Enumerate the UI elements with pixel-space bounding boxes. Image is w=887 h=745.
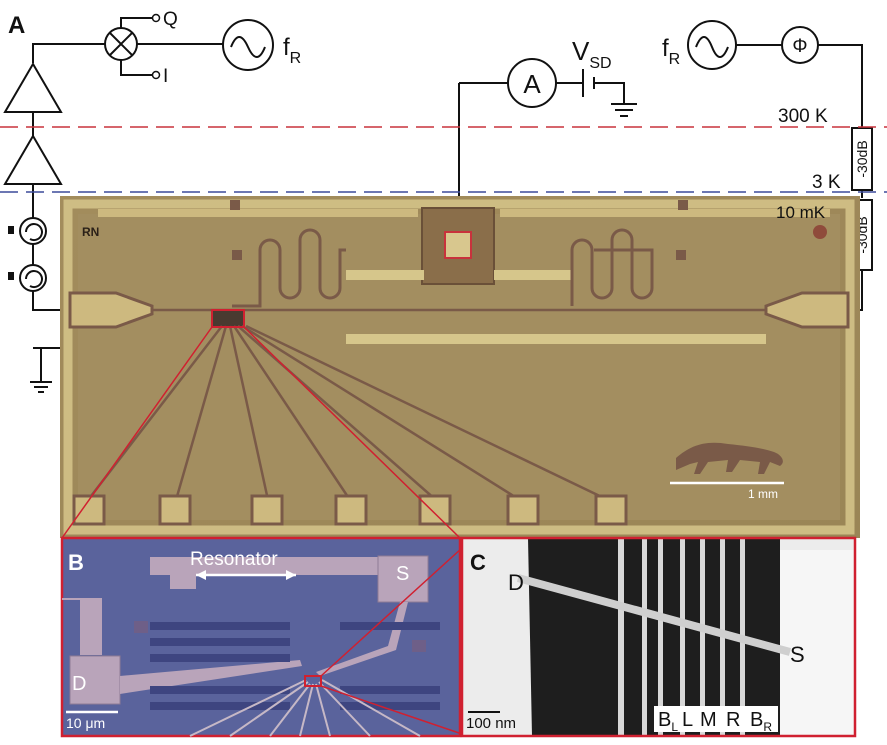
attenuator-top [851, 127, 873, 191]
circulator-term-bottom [8, 272, 14, 280]
panel-b-label: B [68, 550, 84, 575]
circuit-left [3, 17, 224, 393]
zoom-line-bc-top [320, 547, 463, 677]
panel-b-d-label: D [72, 673, 86, 695]
panther-logo [676, 442, 783, 474]
circuit-right [736, 44, 863, 311]
panel-b-scale-label: 10 μm [66, 715, 105, 731]
amplifier-bottom [3, 134, 63, 185]
gate-label-4: BR [750, 709, 772, 734]
panel-c-d-label: D [508, 570, 524, 595]
chip-corner-mark: RN [82, 225, 99, 239]
panel-c-label: C [470, 550, 486, 575]
panel-b [60, 536, 462, 738]
label-300k: 300 K [778, 106, 828, 127]
i-terminal [151, 70, 161, 80]
zoom-line-left [61, 326, 213, 539]
circulator-term-top [8, 226, 14, 234]
chip-scale-label: 1 mm [748, 487, 778, 501]
chip-photo [60, 196, 860, 538]
zoom-line-right [243, 326, 461, 539]
panel-c-s-label: S [790, 642, 805, 667]
panel-b-s-label: S [396, 563, 409, 585]
gate-label-2: M [700, 709, 717, 731]
zoom-line-bc-bottom [320, 685, 463, 735]
zoom-box-a [211, 309, 245, 328]
gate-label-0: BL [658, 709, 678, 734]
rf-source-left-icon [222, 19, 274, 71]
ammeter-label: A [523, 69, 541, 99]
mixer-icon [104, 27, 138, 61]
phase-shifter-icon [781, 26, 819, 64]
label-3k: 3 K [812, 172, 841, 193]
rf-source-right-icon [687, 20, 737, 70]
panel-a-label: A [8, 12, 25, 39]
gate-label-3: R [726, 709, 740, 731]
panel-c [460, 536, 857, 738]
phase-label: Φ [792, 36, 807, 57]
label-fr-right: fR [662, 35, 680, 68]
panel-c-scale-label: 100 nm [466, 715, 516, 732]
gate-label-1: L [682, 709, 693, 731]
resonator-label: Resonator [190, 549, 278, 570]
label-10mk: 10 mK [776, 203, 826, 222]
label-i: I [163, 66, 168, 87]
ammeter-icon [507, 58, 557, 108]
q-terminal [151, 13, 161, 23]
attenuator-top-label: -30dB [854, 140, 870, 177]
label-vsd: VSD [572, 36, 612, 72]
amplifier-top [3, 62, 63, 113]
label-fr-left: fR [283, 34, 301, 67]
label-q: Q [163, 9, 178, 30]
